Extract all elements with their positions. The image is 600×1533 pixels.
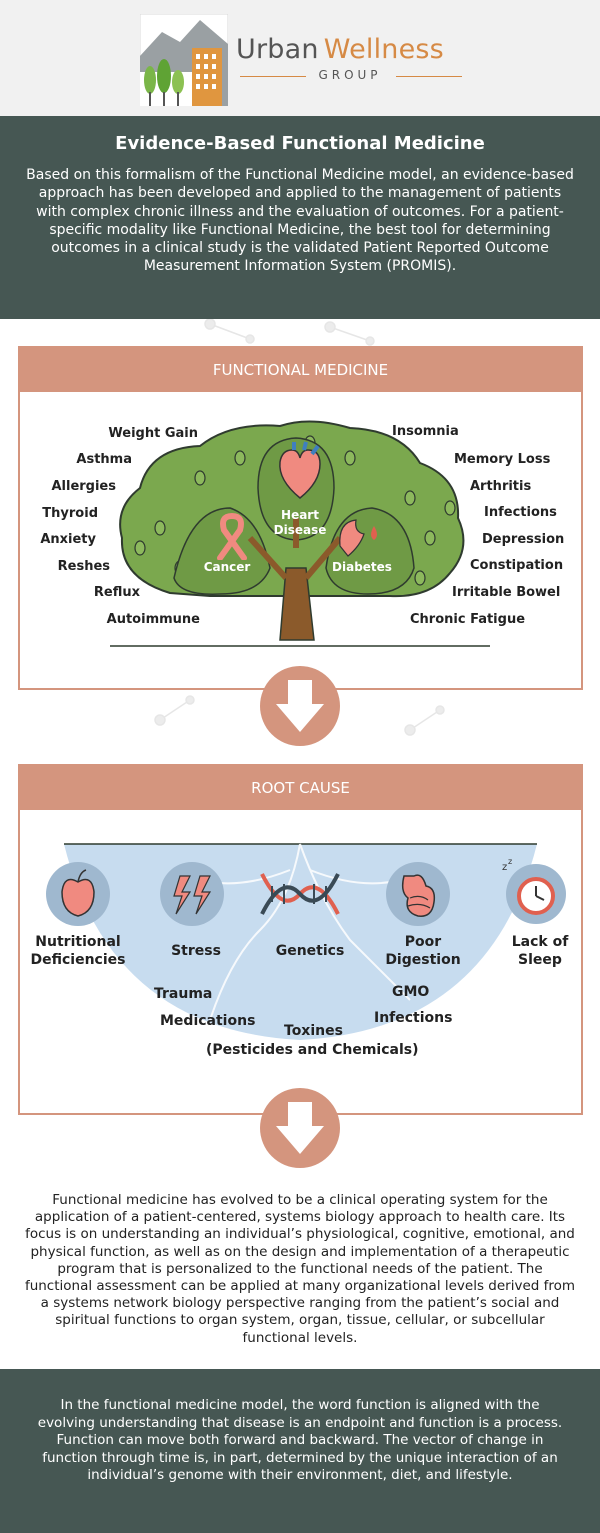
header: Urban Wellness GROUP (0, 0, 600, 116)
ribbon-icon (217, 513, 247, 560)
heart-icon (279, 441, 321, 499)
symptom-right: Constipation (470, 558, 564, 573)
intro-title: Evidence-Based Functional Medicine (115, 133, 485, 154)
symptom-left: Asthma (76, 452, 132, 467)
dna-icon (260, 873, 340, 915)
root-trauma: Trauma (154, 986, 213, 1002)
root-infections: Infections (374, 1010, 453, 1026)
down-arrow-icon (260, 666, 340, 746)
intro-body: Based on this formalism of the Functiona… (26, 167, 574, 275)
symptom-left: Reshes (57, 559, 110, 574)
lightning-icon (160, 862, 224, 926)
down-arrow-icon (260, 1088, 340, 1168)
apple-icon (46, 862, 110, 926)
svg-text:z: z (502, 862, 507, 873)
molecule-decoration (204, 319, 375, 346)
footer-section: In the functional medicine model, the wo… (0, 1369, 600, 1533)
svg-text:z: z (508, 857, 512, 866)
root-pesticides: (Pesticides and Chemicals) (206, 1042, 419, 1058)
symptom-right: Memory Loss (454, 452, 551, 467)
cancer-label: Cancer (203, 560, 251, 574)
symptom-left: Thyroid (42, 506, 98, 521)
root-toxines: Toxines (284, 1023, 343, 1039)
symptom-right: Infections (484, 505, 557, 520)
stomach-icon (386, 862, 450, 926)
brand-word-1: Urban (236, 34, 319, 65)
diabetes-label: Diabetes (332, 560, 392, 574)
symptom-right: Depression (482, 532, 565, 547)
brand-sub-text: GROUP (318, 68, 382, 82)
symptom-right: Insomnia (392, 424, 459, 439)
symptom-right: Arthritis (470, 479, 532, 494)
footer-text: In the functional medicine model, the wo… (37, 1397, 563, 1483)
symptom-left: Weight Gain (108, 426, 198, 441)
symptom-left: Autoimmune (106, 612, 200, 627)
brand-sub: GROUP (240, 68, 462, 82)
logo-icon (139, 13, 229, 107)
symptom-left: Anxiety (40, 532, 96, 547)
root-medications: Medications (160, 1013, 256, 1029)
symptom-right: Chronic Fatigue (410, 612, 526, 627)
intro-section: Evidence-Based Functional Medicine Based… (0, 116, 600, 319)
pancreas-icon (339, 519, 377, 557)
symptom-right: Irritable Bowel (452, 585, 561, 600)
root-cause-heading: ROOT CAUSE (20, 766, 581, 810)
root-stress: Stress (171, 943, 221, 959)
symptom-left: Allergies (51, 479, 116, 494)
brand-word-2: Wellness (323, 34, 444, 65)
brand-name: Urban Wellness (236, 34, 476, 65)
alarm-clock-icon: z z (502, 857, 566, 924)
root-genetics: Genetics (275, 943, 345, 959)
functional-medicine-heading: FUNCTIONAL MEDICINE (20, 348, 581, 392)
root-gmo: GMO (392, 984, 430, 1000)
body-text: Functional medicine has evolved to be a … (24, 1192, 576, 1346)
molecule-decoration (154, 695, 445, 736)
symptom-left: Reflux (93, 585, 140, 600)
